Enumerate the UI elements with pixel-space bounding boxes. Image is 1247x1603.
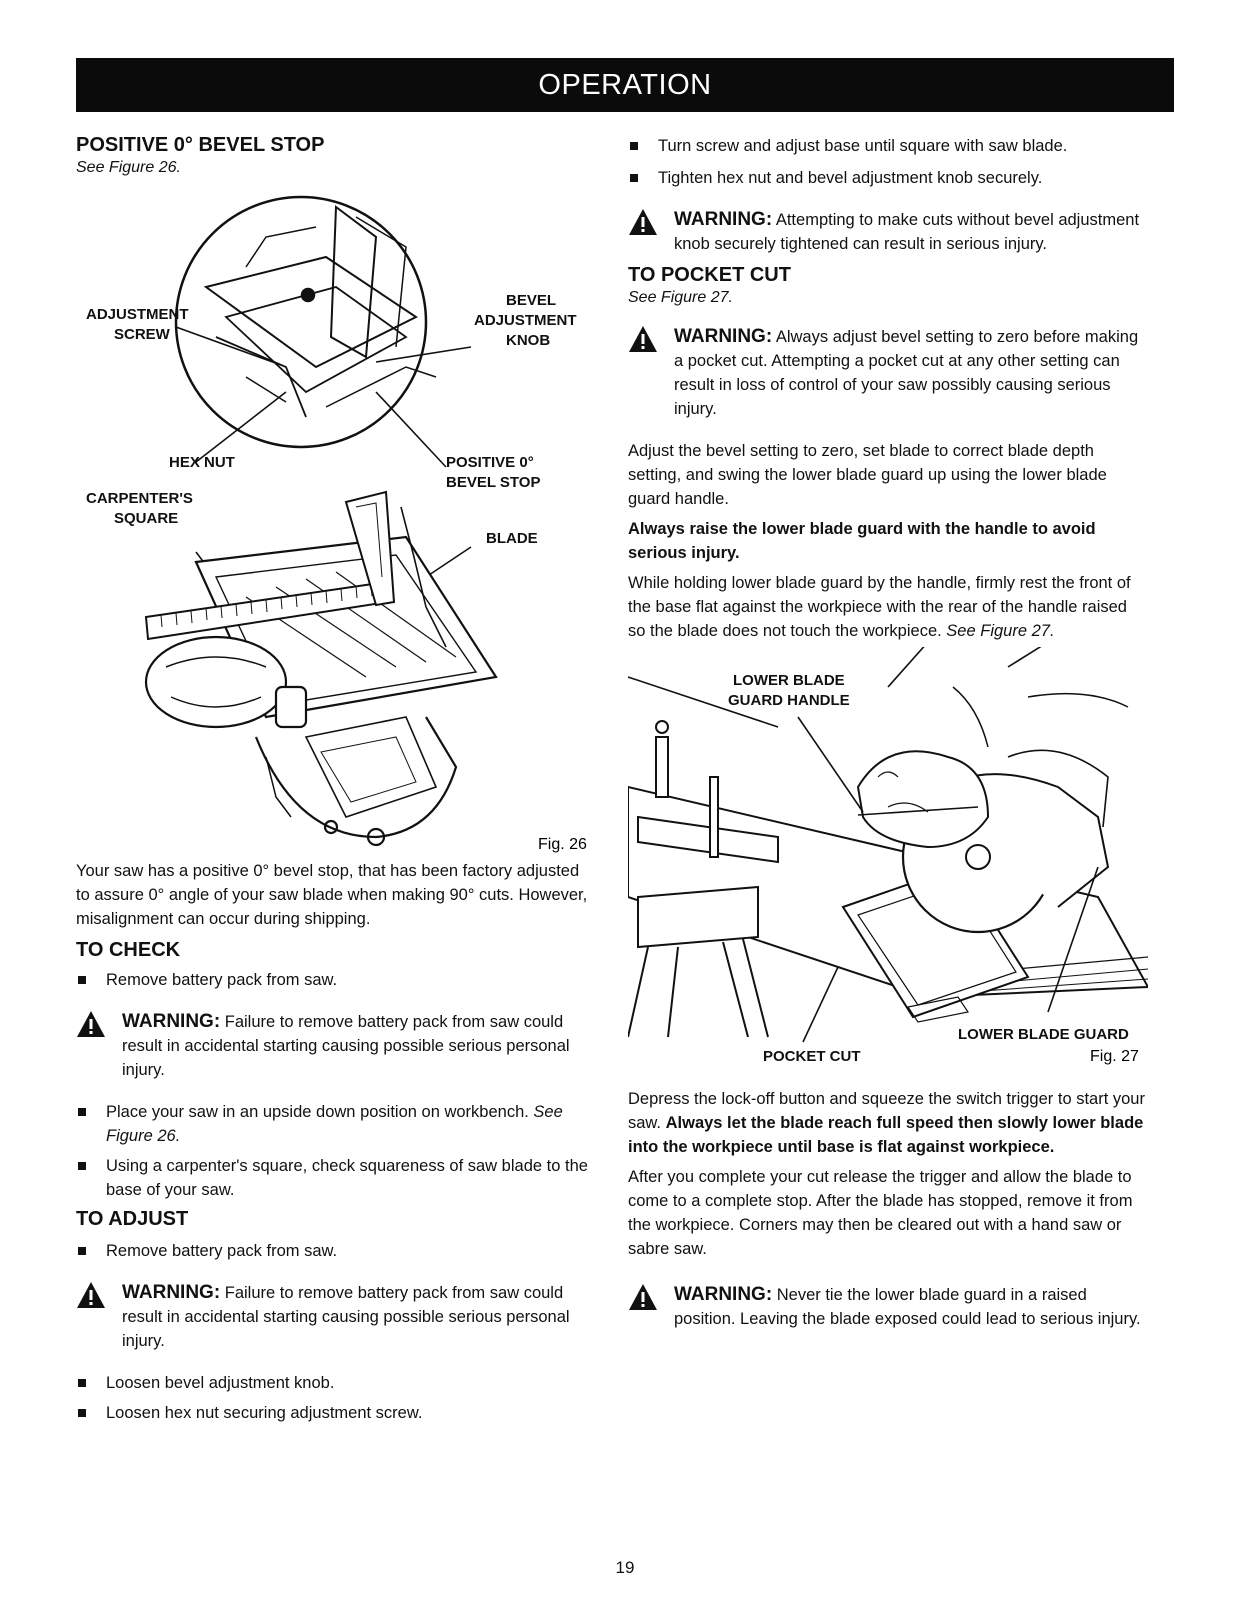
label-adjustment-screw-line2: SCREW xyxy=(114,326,171,343)
see-figure-26: See Figure 26. xyxy=(76,159,181,176)
warning-triangle-icon xyxy=(77,1011,105,1037)
warning-triangle-icon xyxy=(629,1284,657,1310)
warning-triangle-icon xyxy=(77,1282,105,1308)
check-bullet-place-saw-text: Place your saw in an upside down positio… xyxy=(106,1103,534,1121)
label-positive-stop-line2: BEVEL STOP xyxy=(446,474,540,491)
label-carpenters-square-line1: CARPENTER'S xyxy=(86,490,193,507)
adjust-bullet-loosen-hex-nut: Loosen hex nut securing adjustment screw… xyxy=(76,1401,596,1425)
label-carpenters-square-line2: SQUARE xyxy=(114,510,178,527)
warning-triangle-icon xyxy=(629,209,657,235)
label-pocket-cut: POCKET CUT xyxy=(763,1048,861,1065)
pocket-paragraph-bold: Always raise the lower blade guard with … xyxy=(628,520,1096,562)
fig26-saw-body xyxy=(144,490,498,847)
pocket-paragraph-3: While holding lower blade guard by the h… xyxy=(628,571,1148,643)
pocket-paragraph-1: Adjust the bevel setting to zero, set bl… xyxy=(628,442,1107,508)
warning-label: WARNING: xyxy=(674,1284,773,1305)
warning-triangle-icon xyxy=(629,326,657,352)
label-hex-nut: HEX NUT xyxy=(169,454,235,471)
section-title-to-check: TO CHECK xyxy=(76,939,181,961)
pocket-paragraph-4-bold: Always let the blade reach full speed th… xyxy=(628,1114,1144,1156)
warning-pocket-bevel-text: Always adjust bevel setting to zero befo… xyxy=(674,328,1139,418)
left-column: POSITIVE 0° BEVEL STOP See Figure 26. xyxy=(76,134,596,1425)
right-column: Turn screw and adjust base until square … xyxy=(628,134,1148,1331)
section-title-pocket-cut: TO POCKET CUT xyxy=(628,264,791,286)
fig27-labels: LOWER BLADE GUARD HANDLE POCKET CUT LOWE… xyxy=(728,672,1129,1065)
label-lower-blade-guard-handle-line2: GUARD HANDLE xyxy=(728,692,850,709)
adjust-bullet-tighten: Tighten hex nut and bevel adjustment kno… xyxy=(628,166,1148,190)
label-positive-stop-line1: POSITIVE 0° xyxy=(446,454,534,471)
pocket-paragraph-5: After you complete your cut release the … xyxy=(628,1168,1133,1258)
label-lower-blade-guard: LOWER BLADE GUARD xyxy=(958,1026,1129,1043)
warning-pocket-bevel: WARNING: Always adjust bevel setting to … xyxy=(628,325,1148,421)
label-adjustment-screw-line1: ADJUSTMENT xyxy=(86,306,189,323)
pocket-paragraph-4-text: Depress the lock-off button and squeeze … xyxy=(628,1090,1145,1132)
warning-check: WARNING: Failure to remove battery pack … xyxy=(76,1010,596,1082)
fig26-labels: ADJUSTMENT SCREW BEVEL ADJUSTMENT KNOB H… xyxy=(86,292,577,547)
intro-paragraph: Your saw has a positive 0° bevel stop, t… xyxy=(76,862,588,928)
fig26-zoom-circle xyxy=(174,195,437,449)
label-lower-blade-guard-handle-line1: LOWER BLADE xyxy=(733,672,845,689)
adjust-bullet-turn-screw: Turn screw and adjust base until square … xyxy=(628,134,1148,158)
fig27-leader-lines xyxy=(628,647,1099,1043)
warning-label: WARNING: xyxy=(122,1011,221,1032)
adjust-bullet-remove-battery: Remove battery pack from saw. xyxy=(76,1239,596,1263)
check-bullet-see-figure: See Figure 26. xyxy=(106,1103,563,1145)
fig27-drawing xyxy=(628,686,1148,1038)
see-figure-27: See Figure 27. xyxy=(628,289,733,306)
label-bevel-knob-line1: BEVEL xyxy=(506,292,556,309)
warning-label: WARNING: xyxy=(674,326,773,347)
warning-bevel-knob-text: Attempting to make cuts without bevel ad… xyxy=(674,211,1140,253)
warning-tie-guard-text: Never tie the lower blade guard in a rai… xyxy=(674,1286,1141,1328)
figure-27-illustration: LOWER BLADE GUARD HANDLE POCKET CUT LOWE… xyxy=(628,647,1148,1065)
fig26-caption: Fig. 26 xyxy=(538,836,587,853)
warning-check-text: Failure to remove battery pack from saw … xyxy=(122,1013,570,1079)
pocket-paragraph-4: Depress the lock-off button and squeeze … xyxy=(628,1087,1148,1159)
check-bullet-remove-battery: Remove battery pack from saw. xyxy=(76,968,596,992)
label-bevel-knob-line2: ADJUSTMENT xyxy=(474,312,577,329)
label-blade: BLADE xyxy=(486,530,538,547)
pocket-paragraph-3-text: While holding lower blade guard by the h… xyxy=(628,574,1131,640)
page-number: 19 xyxy=(615,1558,635,1577)
section-title-to-adjust: TO ADJUST xyxy=(76,1208,189,1230)
warning-label: WARNING: xyxy=(122,1282,221,1303)
warning-tie-guard: WARNING: Never tie the lower blade guard… xyxy=(628,1283,1148,1331)
warning-adjust: WARNING: Failure to remove battery pack … xyxy=(76,1281,596,1353)
section-title-bevel-stop: POSITIVE 0° BEVEL STOP xyxy=(76,134,325,156)
section-header: OPERATION xyxy=(76,58,1174,112)
check-bullet-square: Using a carpenter's square, check square… xyxy=(76,1154,596,1202)
label-bevel-knob-line3: KNOB xyxy=(506,332,550,349)
warning-bevel-knob: WARNING: Attempting to make cuts without… xyxy=(628,208,1148,256)
figure-26-illustration: ADJUSTMENT SCREW BEVEL ADJUSTMENT KNOB H… xyxy=(86,195,587,853)
check-bullet-place-saw: Place your saw in an upside down positio… xyxy=(76,1100,596,1148)
adjust-bullet-loosen-knob: Loosen bevel adjustment knob. xyxy=(76,1371,596,1395)
pocket-paragraph-3-see: See Figure 27. xyxy=(946,622,1055,640)
fig27-caption: Fig. 27 xyxy=(1090,1048,1139,1065)
warning-adjust-text: Failure to remove battery pack from saw … xyxy=(122,1284,570,1350)
warning-label: WARNING: xyxy=(674,209,773,230)
